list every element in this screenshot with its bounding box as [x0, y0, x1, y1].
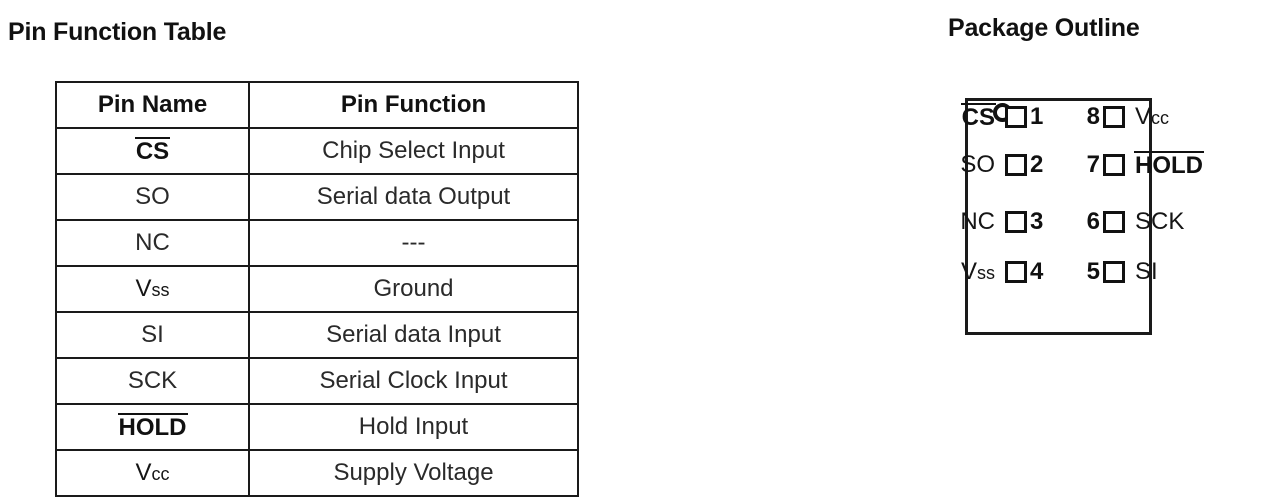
pin-pad	[1005, 154, 1027, 176]
table-row: HOLD Hold Input	[55, 403, 579, 451]
pin-number: 1	[1030, 103, 1044, 130]
pin-number: 4	[1030, 258, 1044, 285]
pin-number: 7	[1086, 151, 1100, 178]
pin-number: 3	[1030, 208, 1044, 235]
cell-pin-function: Serial data Output	[248, 173, 579, 221]
column-header-pin-function: Pin Function	[248, 81, 579, 129]
pin-6: 6 SCK	[1074, 210, 1270, 234]
cell-pin-name: Vcc	[55, 449, 250, 497]
pin-pad	[1005, 261, 1027, 283]
pin-number: 2	[1030, 151, 1044, 178]
pin-pad	[1103, 154, 1125, 176]
pin-label-so: SO	[960, 151, 995, 178]
pin-8: 8 Vcc	[1074, 105, 1270, 129]
pin-1: CS 1	[860, 102, 1056, 131]
pin-label-cs: CS	[960, 102, 997, 131]
pin-pad	[1005, 211, 1027, 233]
pin-4: Vss 4	[860, 260, 1056, 284]
overline-bar: HOLD	[1134, 150, 1204, 179]
cell-pin-function: Serial Clock Input	[248, 357, 579, 405]
cell-pin-name: NC	[55, 219, 250, 267]
pin-label-vcc: Vcc	[1135, 103, 1170, 130]
pin-function-table: Pin Name Pin Function CS Chip Select Inpu…	[55, 81, 579, 497]
overline-bar: HOLD	[117, 412, 188, 441]
pin-pad	[1005, 106, 1027, 128]
pin-label-vss: Vss	[960, 258, 995, 285]
pin-function-table-title: Pin Function Table	[8, 18, 227, 46]
overline-bar: CS	[134, 136, 171, 165]
cell-pin-function: Serial data Input	[248, 311, 579, 359]
pin-number: 6	[1086, 208, 1100, 235]
pin-label-hold: HOLD	[1134, 150, 1204, 179]
pin-label-sck: SCK	[1135, 208, 1185, 235]
pin-3: NC 3	[860, 210, 1056, 234]
cell-pin-function: Chip Select Input	[248, 127, 579, 175]
pin-pad	[1103, 211, 1125, 233]
cell-pin-function: Hold Input	[248, 403, 579, 451]
table-header-row: Pin Name Pin Function	[55, 81, 579, 129]
cell-pin-function: Ground	[248, 265, 579, 313]
cell-pin-name: CS	[55, 127, 250, 175]
cell-pin-name: HOLD	[55, 403, 250, 451]
table-row: NC---	[55, 219, 579, 267]
column-header-pin-name: Pin Name	[55, 81, 250, 129]
cell-pin-name: SCK	[55, 357, 250, 405]
pin-7: 7 HOLD	[1074, 150, 1270, 179]
pin-pad	[1103, 261, 1125, 283]
cell-pin-function: ---	[248, 219, 579, 267]
table-row: CS Chip Select Input	[55, 127, 579, 175]
pin-5: 5 SI	[1074, 260, 1270, 284]
cell-pin-name: Vss	[55, 265, 250, 313]
package-outline-title: Package Outline	[948, 14, 1140, 42]
cell-pin-function: Supply Voltage	[248, 449, 579, 497]
overline-bar: CS	[960, 102, 997, 131]
pin-number: 8	[1086, 103, 1100, 130]
pin-label-si: SI	[1135, 258, 1158, 285]
cell-pin-name: SI	[55, 311, 250, 359]
pin-2: SO 2	[860, 153, 1056, 177]
pin-label-nc: NC	[960, 208, 995, 235]
pin-number: 5	[1086, 258, 1100, 285]
pin-pad	[1103, 106, 1125, 128]
cell-pin-name: SO	[55, 173, 250, 221]
